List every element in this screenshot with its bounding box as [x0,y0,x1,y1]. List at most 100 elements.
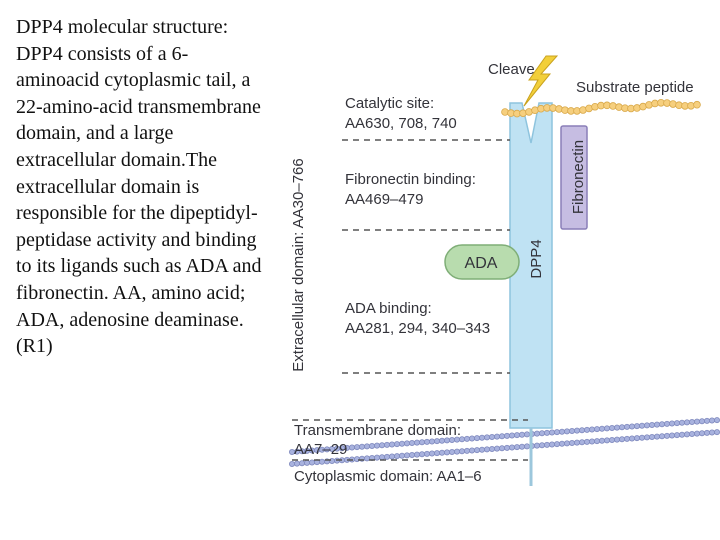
membrane-lipid-bead [549,429,556,436]
membrane-lipid-bead [428,438,435,445]
membrane-lipid-bead [539,442,546,449]
membrane-lipid-bead [589,426,596,433]
membrane-lipid-bead [689,430,696,437]
dpp4-label: DPP4 [528,239,545,278]
membrane-lipid-bead [473,435,480,442]
membrane-lipid-bead [704,417,711,424]
membrane-lipid-bead [714,417,720,424]
membrane-lipid-bead [453,448,460,455]
membrane-lipid-bead [328,457,335,464]
membrane-lipid-bead [383,453,390,460]
cell-membrane [288,417,720,467]
membrane-lipid-bead [699,430,706,437]
membrane-lipid-bead [619,436,626,443]
membrane-lipid-bead [694,430,701,437]
membrane-lipid-bead [579,427,586,434]
extracellular-domain-label: Extracellular domain: AA30–766 [290,158,307,371]
membrane-lipid-bead [519,431,526,438]
membrane-lipid-bead [649,421,656,428]
membrane-lipid-bead [468,435,475,442]
membrane-lipid-bead [398,452,405,459]
ada-binding-residues: AA281, 294, 340–343 [345,320,490,337]
membrane-lipid-bead [609,424,616,431]
membrane-lipid-bead [584,426,591,433]
substrate-peptide-chain [501,98,701,118]
transmembrane-domain-title: Transmembrane domain: [294,422,461,439]
membrane-lipid-bead [589,438,596,445]
membrane-lipid-bead [403,440,410,447]
membrane-lipid-bead [483,446,490,453]
substrate-peptide-label: Substrate peptide [576,79,694,96]
membrane-lipid-bead [599,425,606,432]
membrane-lipid-bead [393,453,400,460]
ada-pill-label: ADA [465,255,498,272]
membrane-lipid-bead [539,430,546,437]
membrane-lipid-bead [308,459,315,466]
membrane-lipid-bead [493,445,500,452]
membrane-lipid-bead [498,445,505,452]
membrane-lipid-bead [604,437,611,444]
membrane-lipid-bead [353,444,360,451]
membrane-lipid-bead [363,443,370,450]
membrane-lipid-bead [443,449,450,456]
substrate-bead [693,100,701,109]
membrane-lipid-bead [564,428,571,435]
membrane-lipid-bead [554,441,561,448]
substrate-bead [555,105,563,113]
membrane-lipid-bead [629,435,636,442]
membrane-lipid-bead [378,442,385,449]
membrane-lipid-bead [584,438,591,445]
membrane-lipid-bead [669,420,676,427]
membrane-lipid-bead [438,449,445,456]
membrane-lipid-bead [524,431,531,438]
membrane-lipid-bead [569,439,576,446]
membrane-lipid-bead [458,448,465,455]
fibronectin-binding-title: Fibronectin binding: [345,171,476,188]
membrane-lipid-bead [639,422,646,429]
membrane-lipid-bead [318,458,325,465]
membrane-lipid-bead [599,437,606,444]
membrane-lipid-bead [664,420,671,427]
membrane-lipid-bead [403,452,410,459]
membrane-lipid-bead [488,433,495,440]
catalytic-site-residues: AA630, 708, 740 [345,115,457,132]
membrane-lipid-bead [684,419,691,426]
membrane-lipid-bead [358,443,365,450]
membrane-lipid-bead [498,433,505,440]
membrane-lipid-bead [654,433,661,440]
membrane-lipid-bead [709,429,716,436]
cytoplasmic-domain-label: Cytoplasmic domain: AA1–6 [294,468,482,485]
membrane-lipid-bead [669,432,676,439]
membrane-lipid-bead [488,445,495,452]
membrane-lipid-bead [418,439,425,446]
membrane-lipid-bead [514,432,521,439]
membrane-lipid-bead [574,427,581,434]
membrane-lipid-bead [519,443,526,450]
membrane-lipid-bead [293,460,300,467]
membrane-lipid-bead [493,433,500,440]
figure-caption: DPP4 molecular structure: DPP4 consists … [16,16,262,358]
membrane-lipid-bead [564,440,571,447]
membrane-lipid-bead [388,441,395,448]
lightning-icon [523,55,559,107]
membrane-lipid-bead [413,439,420,446]
membrane-lipid-bead [534,442,541,449]
membrane-lipid-bead [418,451,425,458]
membrane-lipid-bead [549,441,556,448]
membrane-lipid-bead [448,448,455,455]
membrane-lipid-bead [378,454,385,461]
membrane-lipid-bead [609,436,616,443]
membrane-lipid-bead [559,428,566,435]
membrane-lipid-bead [408,451,415,458]
membrane-lipid-bead [348,444,355,451]
membrane-lipid-bead [629,423,636,430]
membrane-lipid-bead [478,446,485,453]
membrane-lipid-bead [624,435,631,442]
membrane-lipid-bead [614,436,621,443]
membrane-lipid-bead [463,447,470,454]
catalytic-site-title: Catalytic site: [345,95,434,112]
membrane-lipid-bead [433,438,440,445]
membrane-lipid-bead [679,419,686,426]
membrane-lipid-bead [699,418,706,425]
